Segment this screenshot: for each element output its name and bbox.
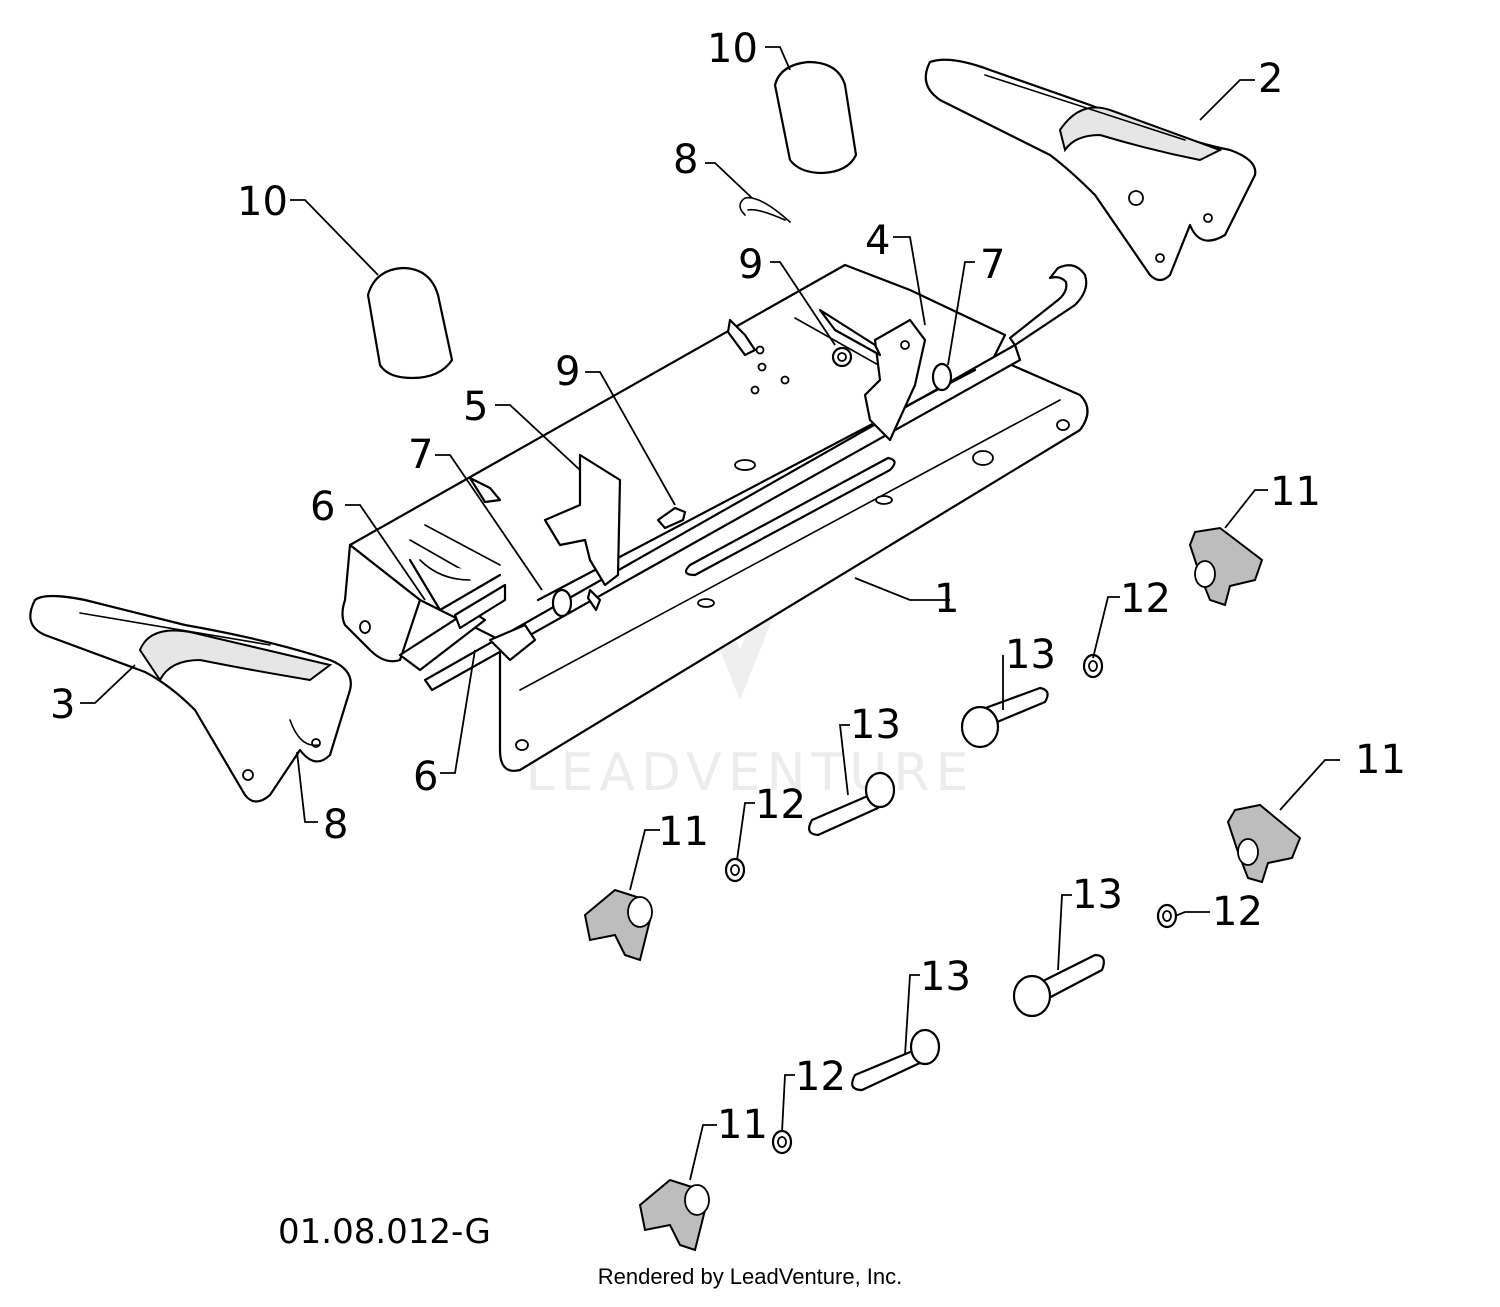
part-8-clip-top xyxy=(739,196,791,223)
part-13-bolt-d xyxy=(851,1028,941,1092)
callout-11-b: 11 xyxy=(1355,737,1406,783)
callout-7-left: 7 xyxy=(408,432,433,478)
part-3-armrest-left xyxy=(29,594,352,803)
callout-5: 5 xyxy=(463,384,488,430)
callout-2: 2 xyxy=(1258,56,1283,102)
callout-12-c: 12 xyxy=(1212,889,1263,935)
callout-11-c: 11 xyxy=(658,809,709,855)
callout-11-d: 11 xyxy=(717,1102,768,1148)
part-2-armrest-right xyxy=(924,58,1257,282)
callout-3: 3 xyxy=(50,682,75,728)
part-13-bolt-c xyxy=(1012,953,1105,1018)
callout-12-d: 12 xyxy=(795,1054,846,1100)
part-10-knob-left xyxy=(366,266,454,380)
callout-12-a: 12 xyxy=(1120,576,1171,622)
part-11-knob-a xyxy=(1188,526,1264,607)
callout-10-top: 10 xyxy=(707,26,758,72)
drawing-code: 01.08.012-G xyxy=(278,1212,491,1252)
bushing-right xyxy=(931,362,953,392)
part-13-bolt-a xyxy=(960,686,1049,749)
callout-11-a: 11 xyxy=(1270,469,1321,515)
part-6-clip xyxy=(398,558,507,672)
part-13-bolt-b xyxy=(808,771,896,837)
callout-13-d: 13 xyxy=(920,954,971,1000)
part-5-bracket xyxy=(543,453,622,612)
callout-4: 4 xyxy=(865,218,890,264)
callout-7-right: 7 xyxy=(980,242,1005,288)
callout-8-top: 8 xyxy=(673,137,698,183)
part-4-bracket xyxy=(818,308,927,442)
callout-10-left: 10 xyxy=(237,179,288,225)
frame-hole xyxy=(972,450,994,466)
callout-8-left: 8 xyxy=(323,802,348,848)
render-credit: Rendered by LeadVenture, Inc. xyxy=(597,1264,903,1289)
callout-9-right: 9 xyxy=(738,242,763,288)
part-11-knob-d xyxy=(638,1178,710,1252)
bushing-left xyxy=(551,588,573,618)
callout-6-bottom: 6 xyxy=(413,754,438,800)
part-9-bolts xyxy=(656,346,853,530)
part-11-knob-c xyxy=(583,888,653,962)
watermark-text: LEADVENTURE xyxy=(526,743,975,803)
part-7-bushings xyxy=(488,362,953,662)
callout-13-c: 13 xyxy=(1072,872,1123,918)
part-10-knob-right xyxy=(773,60,858,175)
part-11-knob-b xyxy=(1226,803,1302,884)
callout-12-b: 12 xyxy=(755,782,806,828)
callout-13-b: 13 xyxy=(850,702,901,748)
callouts: 1 2 3 4 5 6 6 7 7 8 8 9 9 10 10 11 11 11… xyxy=(50,26,1406,1148)
callout-13-a: 13 xyxy=(1005,632,1056,678)
callout-6-left: 6 xyxy=(310,484,335,530)
callout-9-left: 9 xyxy=(555,349,580,395)
leader-lines xyxy=(80,46,1340,1181)
callout-1: 1 xyxy=(934,576,959,622)
part-12-washers xyxy=(724,653,1178,1155)
